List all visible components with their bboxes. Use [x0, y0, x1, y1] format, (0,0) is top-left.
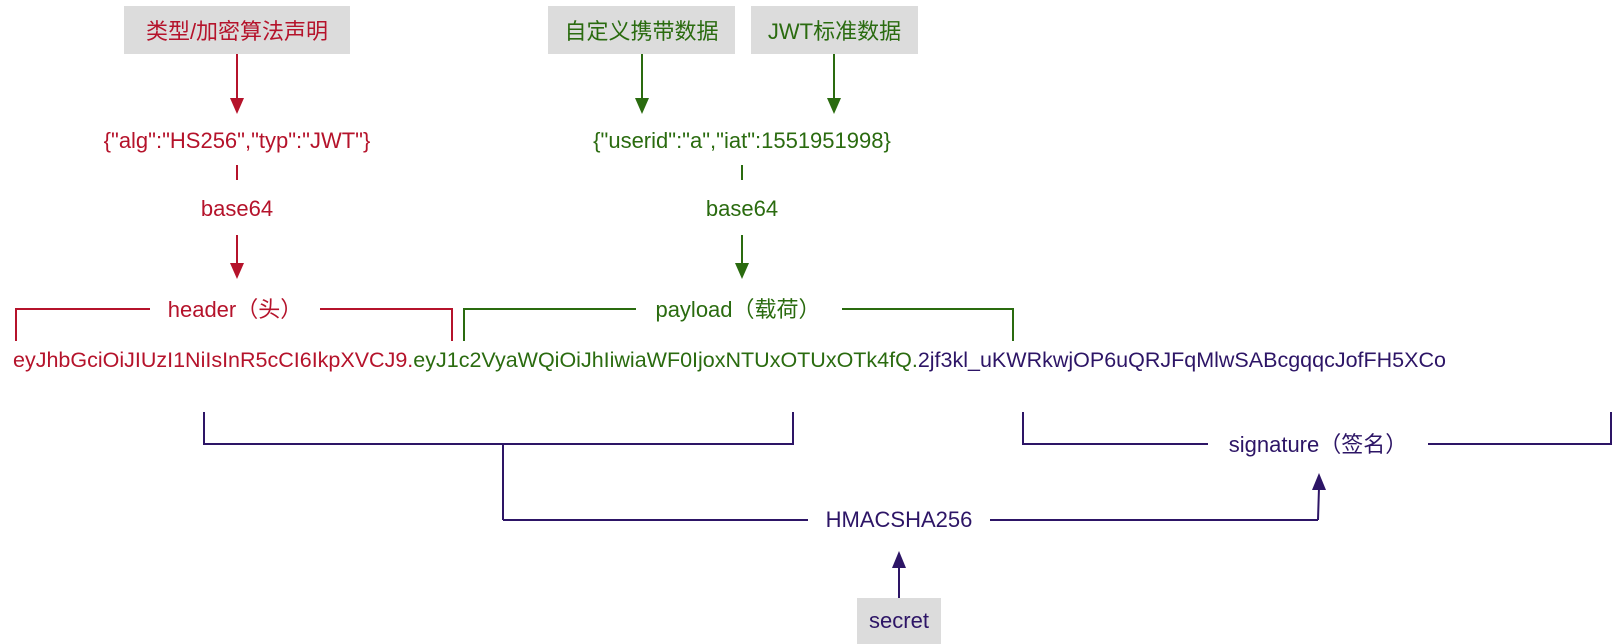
header-section-label: header（头） [167, 297, 303, 322]
secret-tag: secret [857, 598, 941, 644]
header-description-tag: 类型/加密算法声明 [124, 6, 350, 54]
arrow-up-icon [1312, 473, 1326, 490]
token-signature-part: 2jf3kl_uKWRkwjOP6uQRJFqMlwSABcgqqcJofFH5… [917, 348, 1446, 372]
signature-flow [203, 412, 1612, 598]
payload-section-label: payload（载荷） [655, 297, 821, 322]
header-json: {"alg":"HS256","typ":"JWT"} [103, 128, 371, 153]
arrow-up-icon [892, 551, 906, 568]
arrow-down-icon [827, 98, 841, 114]
payload-json: {"userid":"a","iat":1551951998} [593, 128, 891, 153]
token-separator: . [911, 348, 918, 372]
algorithm-label: HMACSHA256 [825, 507, 973, 532]
secret-label: secret [869, 608, 929, 633]
header-description-label: 类型/加密算法声明 [145, 19, 329, 44]
header-encoding-label: base64 [200, 196, 274, 221]
signature-section-label: signature（签名） [1228, 432, 1408, 457]
arrow-down-icon [635, 98, 649, 114]
jwt-standard-label: JWT标准数据 [767, 19, 902, 44]
payload-flow [463, 54, 1014, 341]
arrow-down-icon [230, 98, 244, 114]
token-payload-part: eyJ1c2VyaWQiOiJhIiwiaWF0IjoxNTUxOTUxOTk4… [413, 348, 912, 372]
token-header-part: eyJhbGciOiJIUzI1NiIsInR5cCI6IkpXVCJ9 [13, 348, 408, 372]
token-separator: . [407, 348, 414, 372]
custom-data-tag: 自定义携带数据 [548, 6, 735, 54]
arrow-down-icon [230, 263, 244, 279]
jwt-standard-tag: JWT标准数据 [751, 6, 918, 54]
payload-encoding-label: base64 [705, 196, 779, 221]
arrow-down-icon [735, 263, 749, 279]
custom-data-label: 自定义携带数据 [564, 19, 719, 44]
jwt-token: eyJhbGciOiJIUzI1NiIsInR5cCI6IkpXVCJ9.eyJ… [13, 346, 1446, 374]
header-flow [15, 54, 453, 341]
